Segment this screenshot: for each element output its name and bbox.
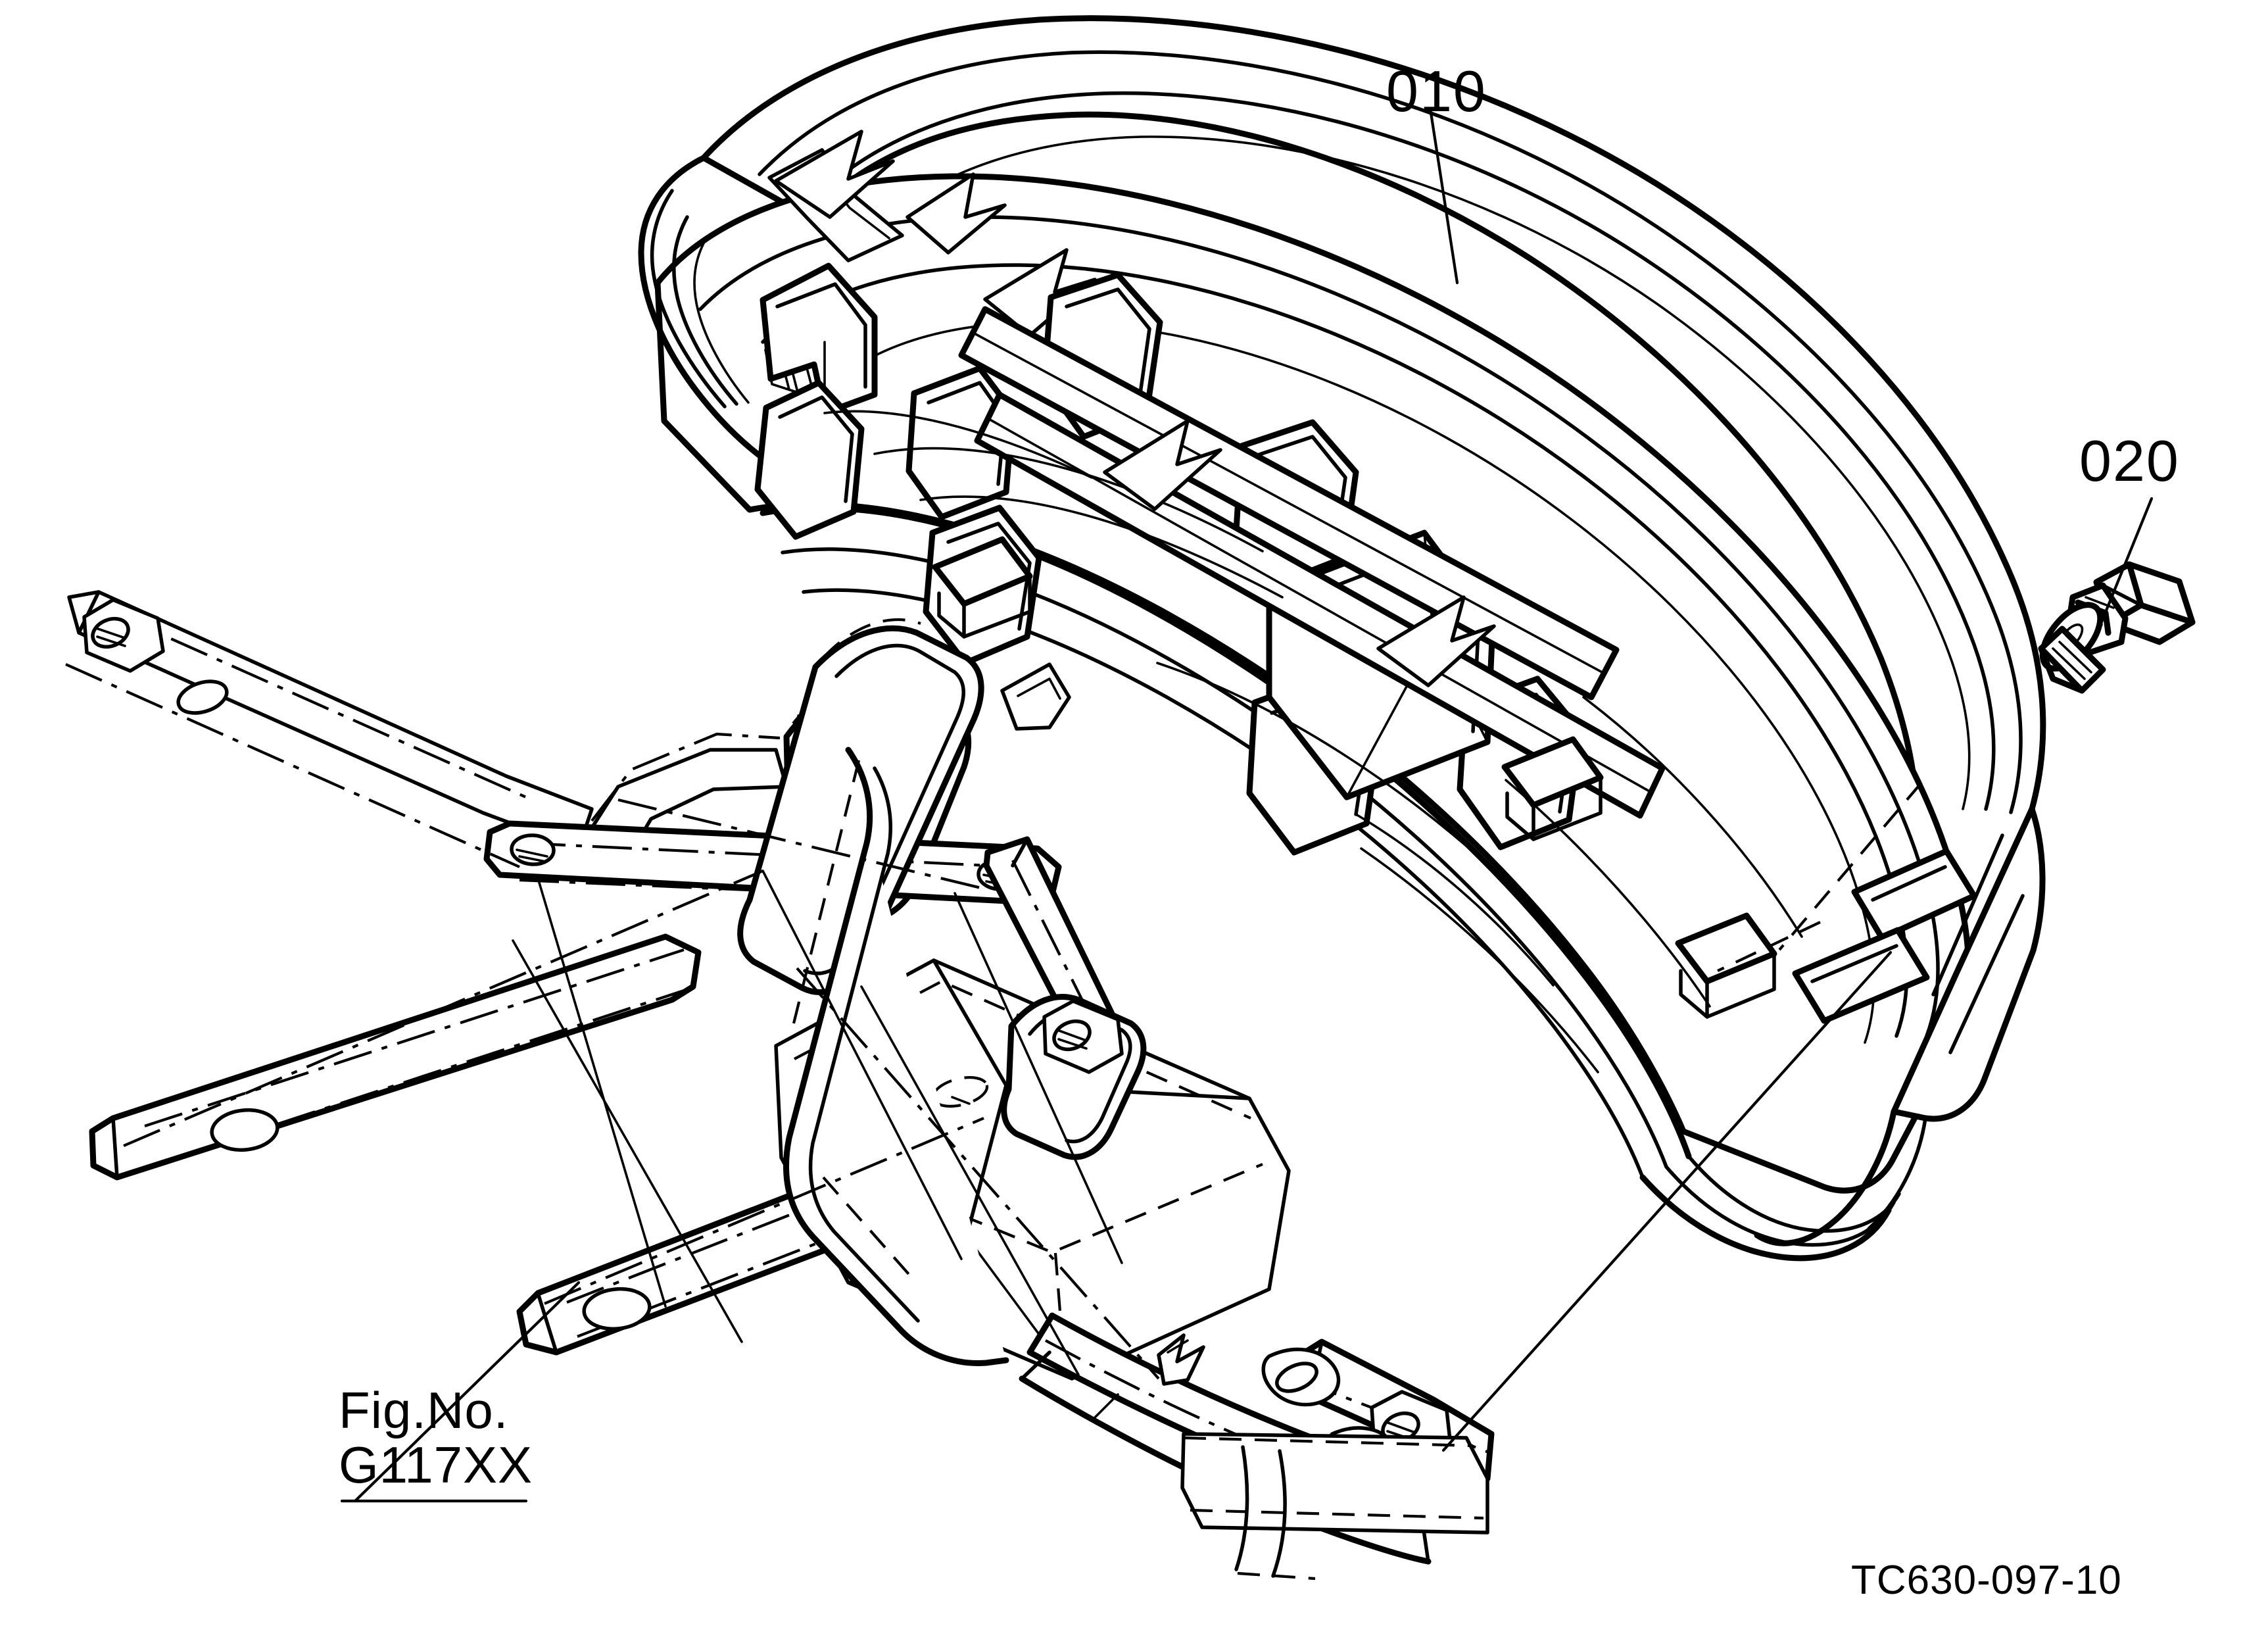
leader-fig-no <box>353 1281 581 1503</box>
fig-no-value: G117XX <box>339 1435 533 1494</box>
grille-clip-tab-1 <box>760 262 878 416</box>
grille-post-a <box>932 536 1033 639</box>
leader-grille-to-bracket <box>1441 950 1893 1452</box>
leader-lines <box>340 107 2154 1503</box>
bracket-bar-lower-left <box>89 933 702 1181</box>
grille-mount-ear-right-lower <box>1792 927 1930 1024</box>
grille-clip-tab-2 <box>754 380 865 540</box>
leader-010 <box>1428 107 1459 285</box>
bracket-zigzag-clip <box>1157 1333 1205 1386</box>
callout-label-020: 020 <box>2079 428 2180 493</box>
bracket-right-hook-plate <box>1180 1339 1495 1581</box>
mounting-bracket-assembly <box>65 590 1495 1581</box>
leader-020 <box>2092 497 2154 643</box>
grille-post-c <box>1675 912 1777 1019</box>
grille-cross-rib <box>958 306 1620 701</box>
bracket-stub-right <box>1001 994 1147 1160</box>
drawing-number: TC630-097-10 <box>1851 1558 2122 1603</box>
part-020-bolt-assembly <box>2038 561 2196 694</box>
grille-hook-tab <box>1000 662 1071 731</box>
part-010-grille <box>638 15 2046 1262</box>
grille-post-b <box>1501 736 1604 841</box>
bracket-side-panel <box>783 747 1009 1366</box>
callout-label-010: 010 <box>1386 59 1487 124</box>
fig-no-reference-block: Fig.No. G117XX <box>339 1383 533 1492</box>
fig-no-label: Fig.No. <box>339 1381 509 1439</box>
grille-mount-ear-right-upper <box>1851 848 1977 941</box>
